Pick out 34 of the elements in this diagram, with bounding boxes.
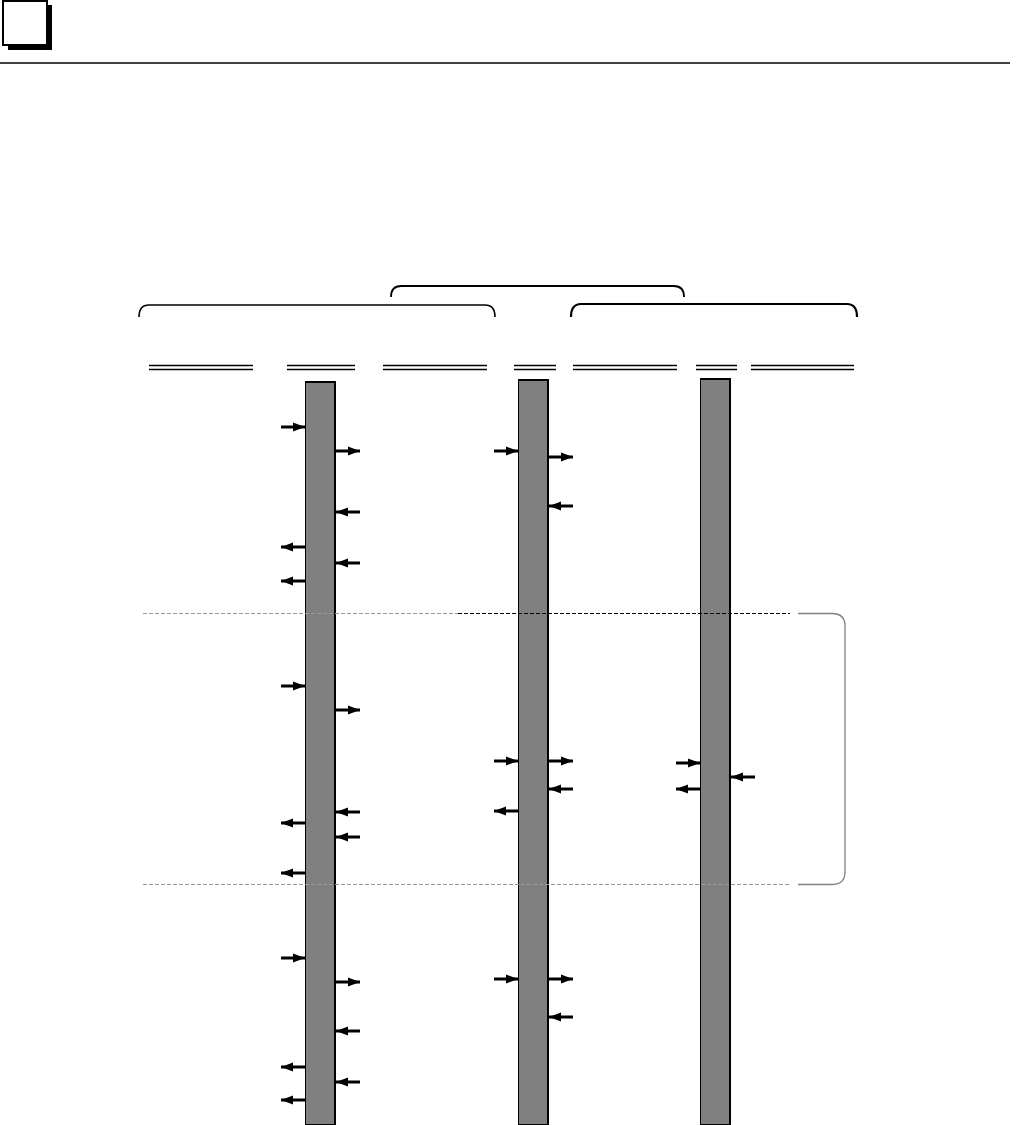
arrow — [336, 558, 360, 568]
arrow — [731, 772, 755, 782]
arrow — [676, 758, 700, 768]
arrow — [281, 818, 305, 828]
arrow — [336, 705, 360, 715]
arrow — [281, 1095, 305, 1105]
arrow — [549, 1012, 573, 1022]
arrow — [336, 1026, 360, 1036]
arrow — [494, 756, 518, 766]
arrow — [281, 576, 305, 586]
lifeline-bar — [305, 381, 336, 1125]
arrow — [281, 681, 305, 691]
arrow — [549, 501, 573, 511]
arrow — [549, 452, 573, 462]
arrow — [336, 832, 360, 842]
arrow — [549, 756, 573, 766]
arrow — [281, 1062, 305, 1072]
arrow — [549, 784, 573, 794]
arrow — [549, 974, 573, 984]
lifeline-bar — [518, 379, 549, 1125]
arrow — [494, 806, 518, 816]
arrow — [336, 446, 360, 456]
arrow — [676, 784, 700, 794]
arrow — [494, 974, 518, 984]
arrow — [281, 422, 305, 432]
arrow — [336, 807, 360, 817]
lifeline-bar — [700, 378, 731, 1125]
arrow — [281, 868, 305, 878]
arrow — [281, 542, 305, 552]
arrow — [336, 507, 360, 517]
arrow — [336, 1077, 360, 1087]
arrow — [336, 977, 360, 987]
arrow — [494, 446, 518, 456]
arrow — [281, 953, 305, 963]
